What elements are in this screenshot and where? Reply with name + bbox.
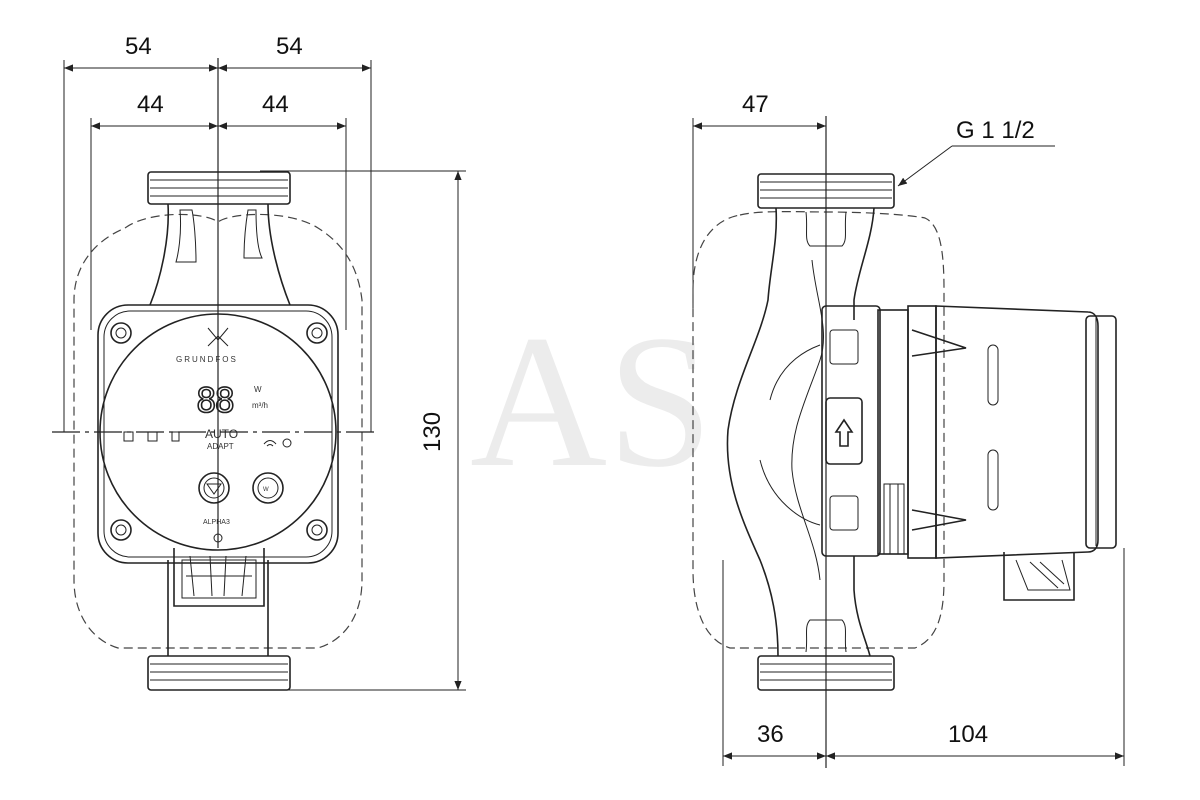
cable-connector-side: [1003, 552, 1075, 601]
dim-label-44-left: 44: [137, 91, 164, 118]
thread-label: G 1 1/2: [956, 117, 1035, 144]
dim-label-54-left: 54: [125, 33, 152, 60]
front-view: 54 54 44 44 130: [52, 33, 466, 691]
svg-text:W: W: [263, 487, 269, 493]
mode-adapt: ADAPT: [207, 442, 234, 451]
control-block-side: [821, 305, 881, 557]
mode-button[interactable]: [198, 472, 230, 504]
brand-label: GRUNDFOS: [176, 355, 238, 364]
model-label: ALPHA3: [203, 519, 230, 526]
screw-bosses: [110, 322, 328, 541]
dim-label-104: 104: [948, 721, 988, 748]
settings-button[interactable]: W: [252, 472, 284, 504]
unit-flow: m³/h: [252, 401, 268, 410]
dim-label-36: 36: [757, 721, 784, 748]
flow-direction-arrow-icon: [834, 418, 854, 447]
display-digits: 88: [196, 381, 233, 421]
dim-label-44-right: 44: [262, 91, 289, 118]
side-view: 47 G 1 1/2: [692, 91, 1125, 768]
mode-icons: [123, 431, 180, 442]
mode-auto: AUTO: [205, 427, 238, 441]
thread-leader: [897, 145, 1055, 187]
dashed-envelope-front: [73, 213, 363, 649]
dashed-envelope-side: [692, 211, 945, 649]
dim-label-130: 130: [419, 412, 446, 452]
ventilation-slots: [987, 344, 999, 511]
wifi-icon: [263, 438, 292, 448]
watermark-text: AS: [470, 297, 713, 507]
dim-label-47: 47: [742, 91, 769, 118]
bottom-flange: [147, 655, 291, 691]
dim-label-54-right: 54: [276, 33, 303, 60]
top-flange: [147, 171, 291, 205]
motor-housing: [935, 305, 1099, 559]
cable-connector-front: [173, 548, 265, 607]
unit-power: W: [254, 385, 262, 394]
